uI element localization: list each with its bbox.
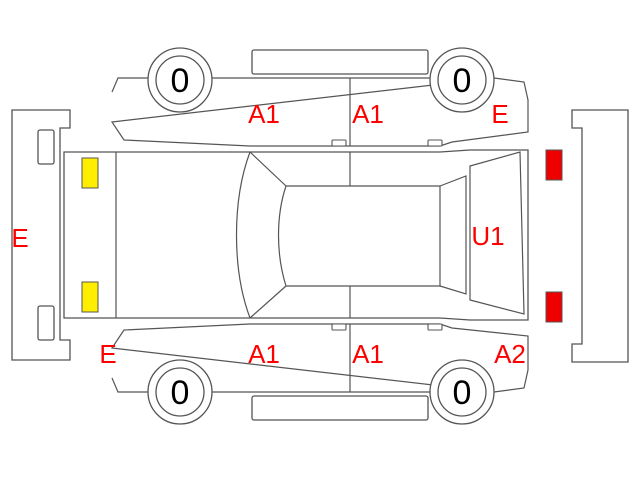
front-left-lamp (81, 157, 99, 189)
code-front-left-fender: E (491, 99, 508, 129)
front-bumper (11, 109, 71, 361)
upper-side-body (110, 77, 529, 147)
lower-side-body (110, 323, 529, 393)
front-left-wheel: 0 (147, 47, 213, 113)
code-right-rear-quarter: A2 (494, 339, 526, 369)
top-side-panel (251, 49, 429, 75)
code-right-rear-door: A1 (352, 339, 384, 369)
code-left-front-door: A1 (248, 99, 280, 129)
rear-right-tire-count: 0 (453, 374, 472, 412)
code-back-glass: U1 (471, 221, 504, 251)
front-right-lamp (81, 281, 99, 313)
code-front-bumper: E (11, 223, 28, 253)
bottom-side-panel (251, 395, 429, 421)
rear-right-wheel: 0 (429, 359, 495, 425)
rear-bumper (571, 109, 629, 363)
front-right-wheel: 0 (429, 47, 495, 113)
front-left-tire-count: 0 (171, 62, 190, 100)
code-right-front-door: A1 (248, 339, 280, 369)
rear-left-tire-count: 0 (171, 374, 190, 412)
code-rear-left-quarter: E (99, 339, 116, 369)
roof-top-view (63, 149, 529, 321)
rear-left-wheel: 0 (147, 359, 213, 425)
front-right-tire-count: 0 (453, 62, 472, 100)
rear-right-lamp (545, 291, 563, 323)
rear-left-lamp (545, 149, 563, 181)
code-left-rear-door: A1 (352, 99, 384, 129)
